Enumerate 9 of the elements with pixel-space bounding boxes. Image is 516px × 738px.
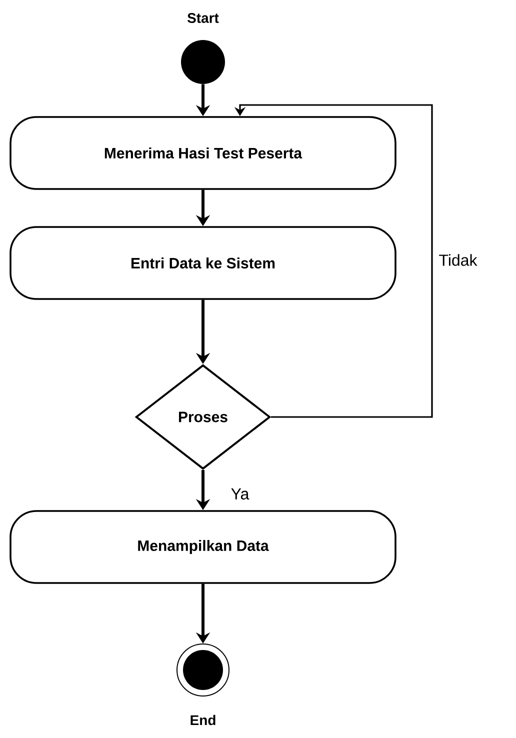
action-box: Menampilkan Data [10,510,396,584]
edge-label: Tidak [438,253,478,267]
node-caption: Start [187,13,219,23]
node-caption: End [190,714,216,726]
edge-label: Ya [230,487,250,501]
action-box: Entri Data ke Sistem [10,226,396,300]
end-node [176,644,230,696]
start-node [181,40,225,84]
action-box: Menerima Hasi Test Peserta [10,116,396,190]
